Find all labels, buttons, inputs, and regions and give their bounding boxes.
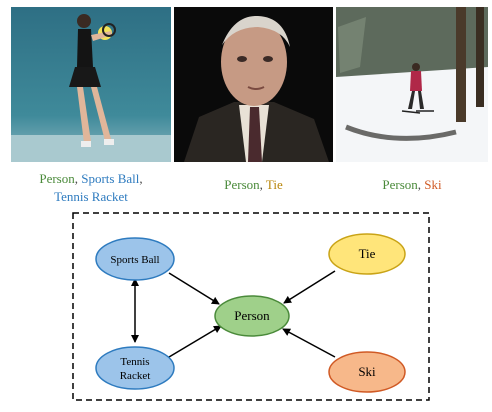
skier-in-snow-photo: [336, 7, 488, 162]
node-tennis-racket: [95, 346, 175, 390]
caption-tennis-racket: Tennis Racket: [54, 189, 128, 204]
node-sports-ball-label: Sports Ball: [110, 254, 159, 266]
caption-sports-ball: Sports Ball: [81, 171, 140, 186]
node-person: [214, 295, 290, 337]
caption-image-2: Person, Tie: [224, 177, 283, 192]
graph-frame: [72, 212, 430, 401]
caption-ski: Ski: [424, 177, 442, 192]
node-tie-label: Tie: [359, 246, 376, 261]
edge-tennis-racket-to-person: [163, 325, 222, 361]
caption-person: Person: [382, 177, 418, 192]
node-person-label: Person: [234, 308, 270, 323]
edge-tie-to-person: [283, 270, 336, 304]
edge-ski-to-person: [282, 328, 336, 358]
caption-image-1: Person, Sports Ball, Tennis Racket: [39, 171, 143, 204]
caption-person: Person: [224, 177, 260, 192]
node-sports-ball: [95, 237, 175, 281]
caption-person: Person: [39, 171, 75, 186]
tennis-player-photo: [11, 7, 171, 162]
node-tennis-racket-label-2: Racket: [120, 370, 151, 382]
node-tie: [328, 233, 406, 275]
node-ski: [328, 351, 406, 393]
caption-tie: Tie: [265, 177, 283, 192]
edge-sports-ball-to-person: [168, 272, 220, 305]
caption-image-3: Person, Ski: [382, 177, 442, 192]
node-tennis-racket-label-1: Tennis: [120, 356, 149, 368]
elderly-man-portrait-photo: [174, 7, 333, 162]
node-ski-label: Ski: [358, 364, 376, 379]
